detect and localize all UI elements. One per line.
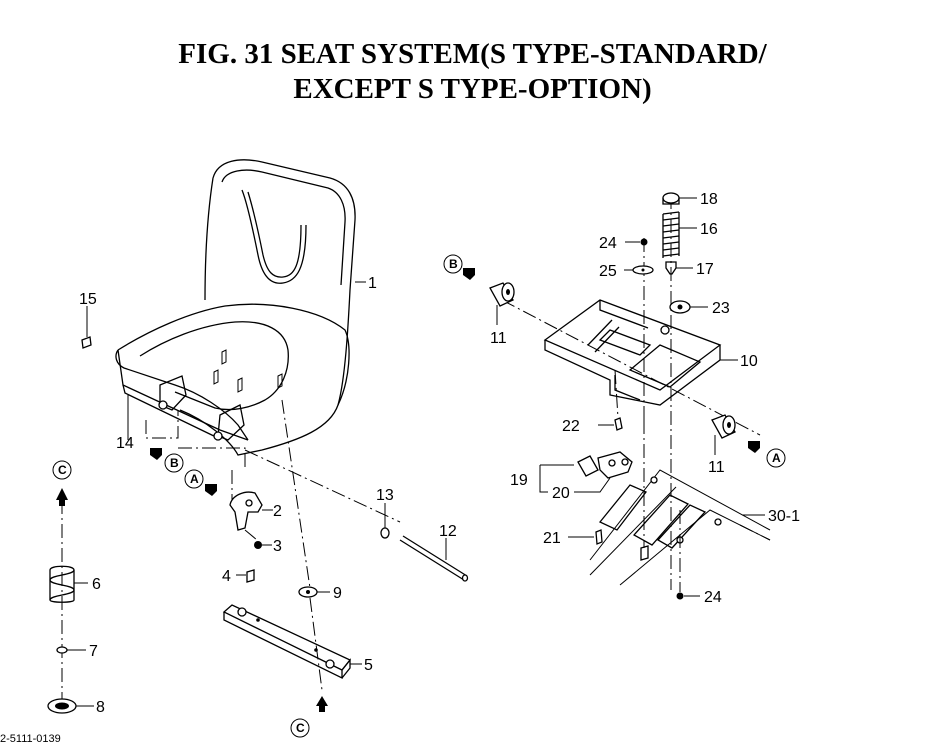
seat-part-1	[115, 159, 401, 523]
marker-b-rail: B	[449, 257, 458, 271]
page-code: 2-5111-0139	[0, 733, 61, 744]
marker-a-rail: A	[772, 451, 781, 465]
figure-title-line-2: EXCEPT S TYPE-OPTION)	[293, 73, 652, 105]
callout-4: 4	[222, 568, 231, 585]
callout-7: 7	[89, 643, 98, 660]
callout-15: 15	[79, 291, 97, 308]
part-11-bushing-right	[711, 414, 736, 455]
parts-6-7-8-stack	[47, 500, 94, 714]
part-3-nut	[244, 529, 272, 549]
marker-b-seat: B	[170, 456, 179, 470]
callout-labels: 1 2 3 4 5 6 7 8 9 10 11 11 12 13 14 15 1…	[79, 191, 800, 716]
part-24-nut-bottom	[640, 420, 700, 600]
part-13-washer	[380, 503, 390, 539]
part-23-knob	[669, 300, 708, 314]
parts-18-16-17-stack	[662, 192, 697, 590]
callout-14: 14	[116, 435, 134, 452]
part-11-bushing-left	[489, 282, 515, 325]
part-30-1-base	[589, 469, 771, 586]
callout-11-left: 11	[490, 330, 507, 347]
callout-24-bottom: 24	[704, 589, 722, 606]
arrow-markers	[56, 268, 760, 712]
callout-6: 6	[92, 576, 101, 593]
callout-5: 5	[364, 657, 373, 674]
callout-25: 25	[599, 263, 617, 280]
marker-c-left: C	[58, 463, 67, 477]
callout-8: 8	[96, 699, 105, 716]
part-9-washer	[281, 399, 330, 598]
part-22-bolt	[598, 369, 623, 431]
callout-22: 22	[562, 418, 580, 435]
callout-24-top: 24	[599, 235, 617, 252]
callout-2: 2	[273, 503, 282, 520]
callout-23: 23	[712, 300, 730, 317]
part-2-bracket	[229, 491, 273, 531]
callout-13: 13	[376, 487, 394, 504]
part-5-plate	[222, 597, 362, 691]
callout-12: 12	[439, 523, 457, 540]
callout-11-right: 11	[708, 459, 725, 476]
callout-18: 18	[700, 191, 718, 208]
callout-10: 10	[740, 353, 758, 370]
callout-16: 16	[700, 221, 718, 238]
marker-guides	[145, 410, 246, 500]
callout-19: 19	[510, 472, 528, 489]
callout-3: 3	[273, 538, 282, 555]
callout-9: 9	[333, 585, 342, 602]
part-24-nut-top	[625, 238, 648, 420]
part-4-pin	[236, 569, 255, 583]
parts-19-20-lever	[539, 451, 633, 493]
part-12-pin	[399, 535, 469, 582]
marker-c-bottom: C	[296, 721, 305, 735]
part-10-seat-rail	[501, 299, 761, 436]
part-21-bolt	[568, 529, 603, 545]
callout-30-1: 30-1	[768, 508, 800, 525]
figure-title-line-1: FIG. 31 SEAT SYSTEM(S TYPE-STANDARD/	[178, 38, 767, 70]
callout-21: 21	[543, 530, 561, 547]
marker-a-seat: A	[190, 472, 199, 486]
part-15-tag	[81, 306, 92, 349]
callout-20: 20	[552, 485, 570, 502]
callout-17: 17	[696, 261, 714, 278]
callout-1: 1	[368, 275, 377, 292]
part-25-washer	[624, 265, 654, 275]
circled-reference-letters: B A B A C C	[52, 254, 786, 738]
